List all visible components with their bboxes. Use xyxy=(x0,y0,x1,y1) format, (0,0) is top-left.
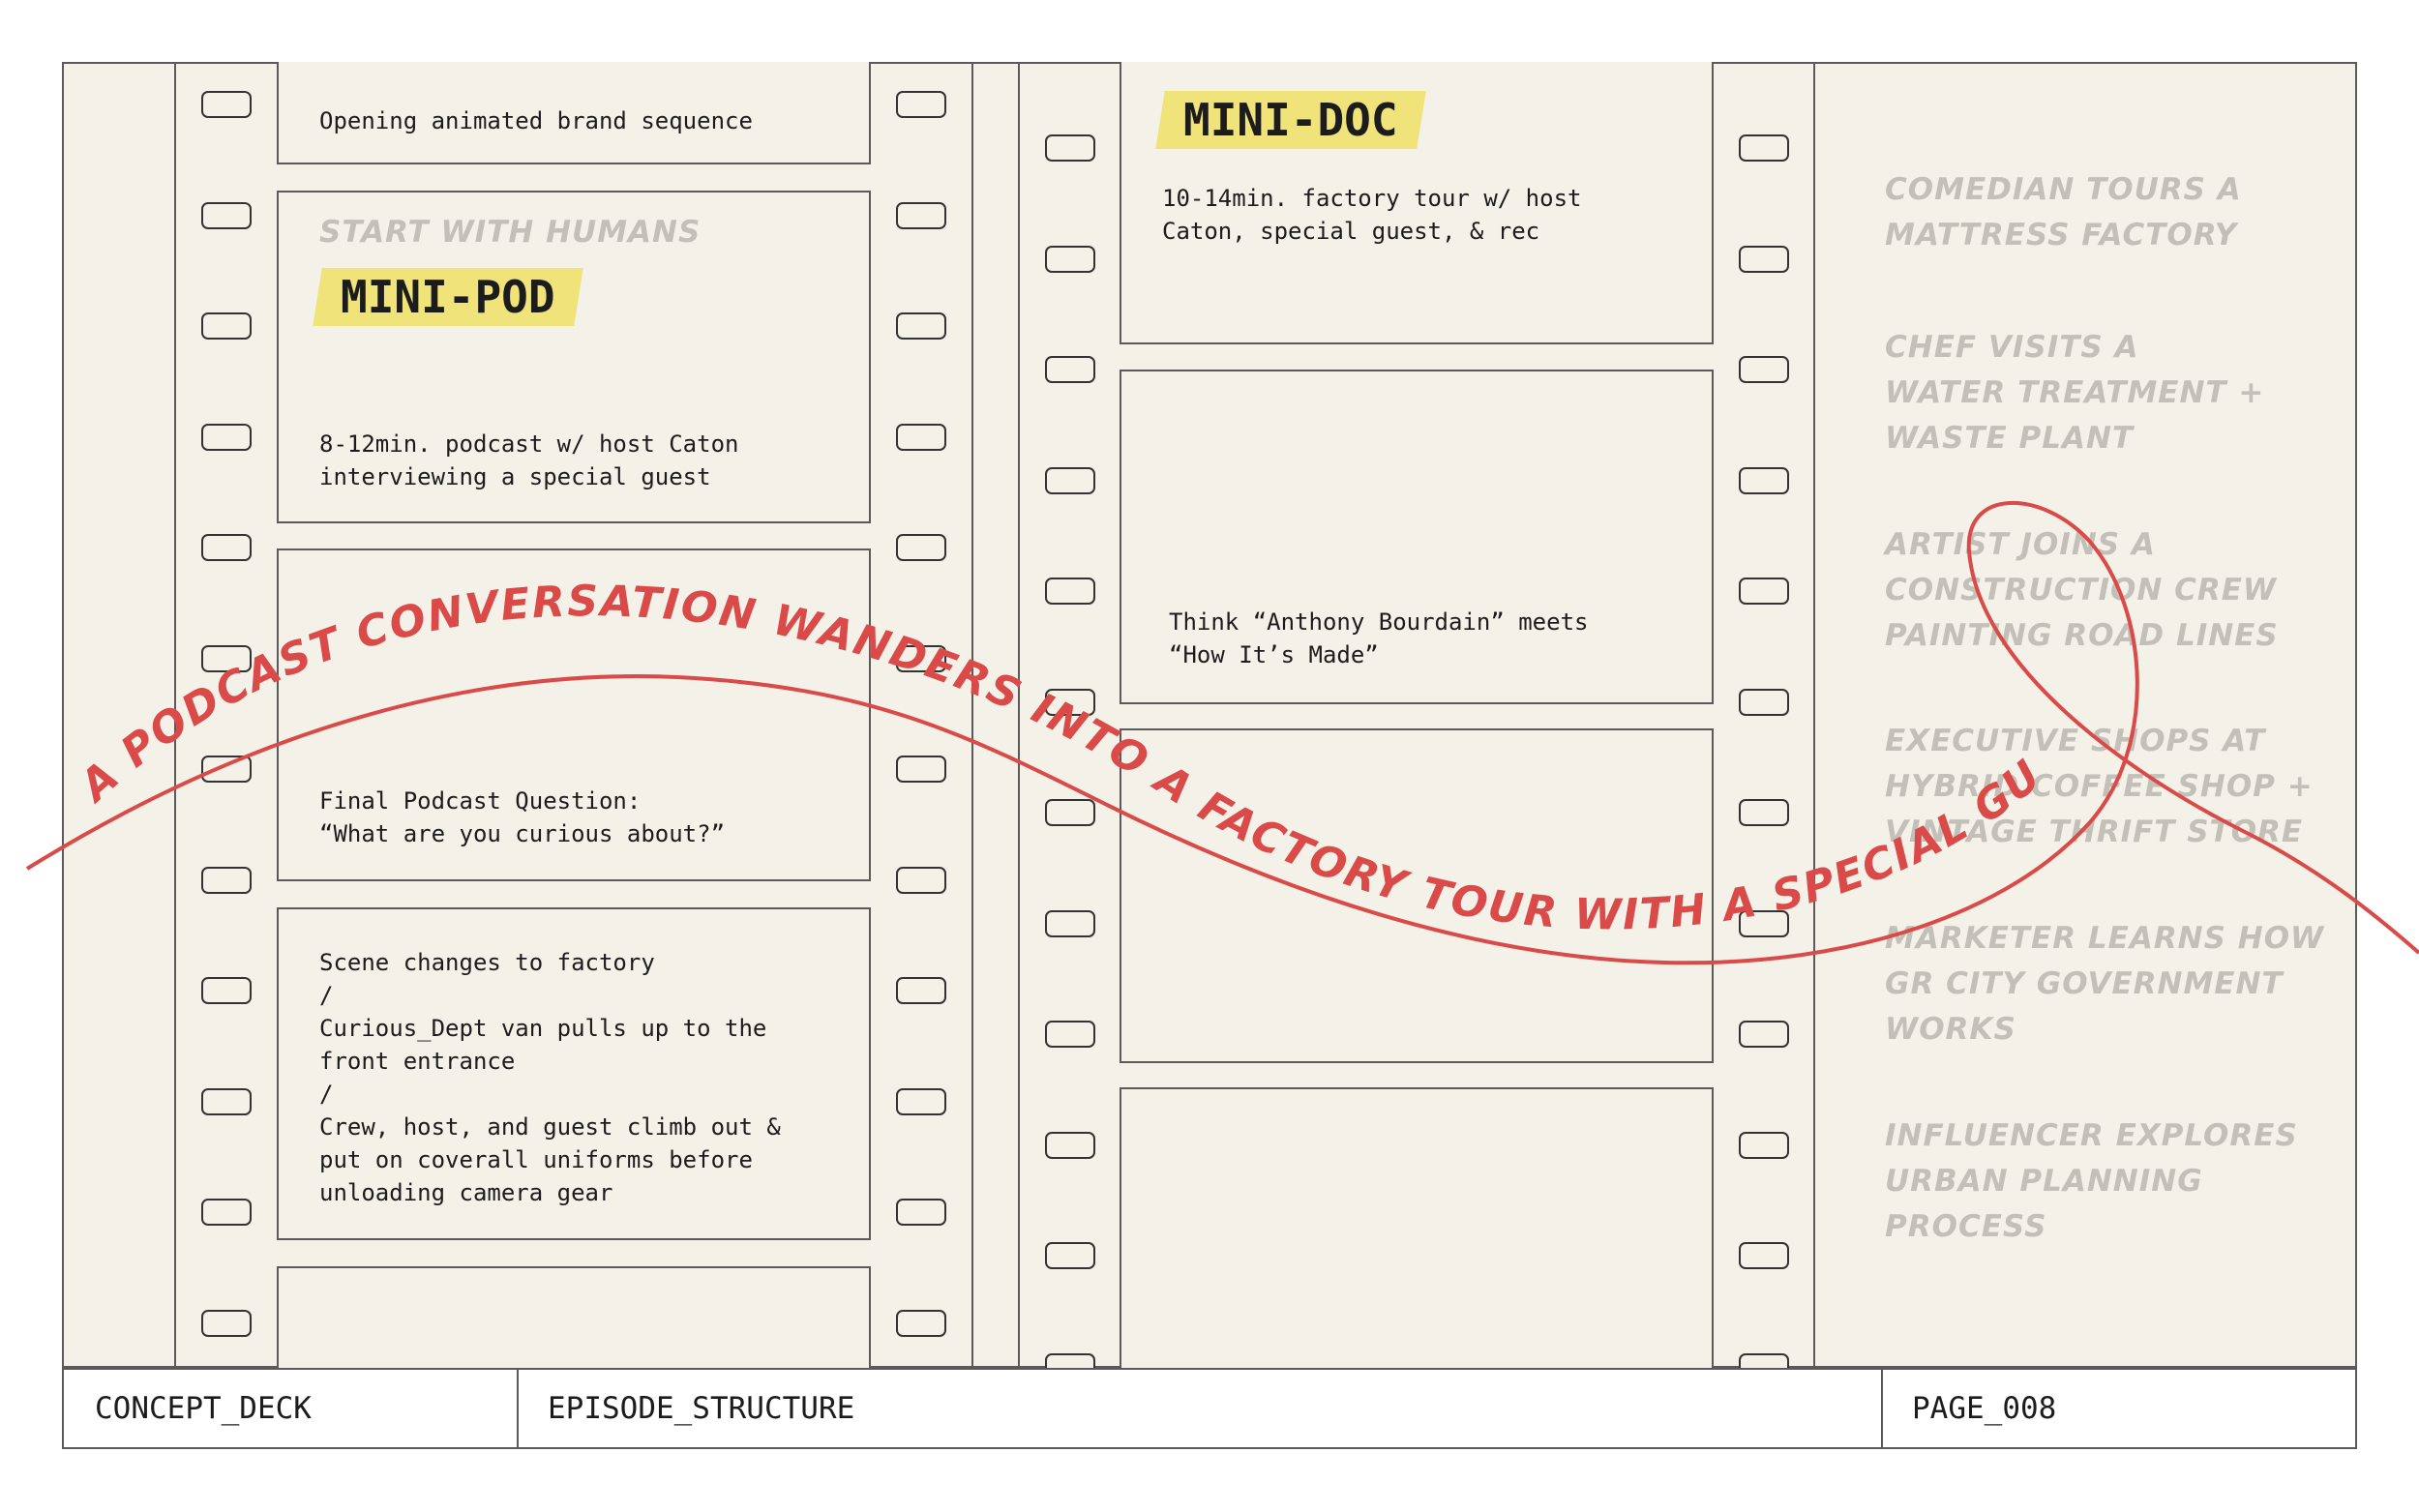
frame-mini-doc: MINI-DOC 10-14min. factory tour w/ host … xyxy=(1120,62,1714,344)
frame-empty xyxy=(277,1266,871,1368)
sprocket-hole xyxy=(896,201,946,229)
footer-deck-label: CONCEPT_DECK xyxy=(95,1391,312,1426)
sprocket-hole xyxy=(201,201,252,229)
frame-empty xyxy=(1120,728,1714,1063)
footer-divider xyxy=(1881,1370,1883,1447)
frame-scene-change: Scene changes to factory / Curious_Dept … xyxy=(277,907,871,1240)
sprocket-hole xyxy=(1739,245,1789,273)
sprocket-hole xyxy=(1045,1242,1095,1269)
sprocket-hole xyxy=(896,312,946,340)
idea-item: ARTIST JOINS A CONSTRUCTION CREW PAINTIN… xyxy=(1885,527,2279,653)
sprocket-hole xyxy=(896,866,946,894)
sprocket-hole xyxy=(896,756,946,783)
sprocket-hole xyxy=(1045,799,1095,826)
footer-page-label: PAGE_008 xyxy=(1912,1391,2057,1426)
sprocket-hole xyxy=(1739,1131,1789,1159)
sprocket-hole xyxy=(1739,466,1789,494)
sprocket-hole xyxy=(1045,578,1095,605)
sprocket-hole xyxy=(201,756,252,783)
sprocket-hole xyxy=(201,977,252,1004)
sprocket-hole xyxy=(201,644,252,672)
idea-item: INFLUENCER EXPLORES URBAN PLANNING PROCE… xyxy=(1885,1118,2298,1244)
frame-kicker: START WITH HUMANS xyxy=(319,215,702,250)
frame-text: 10-14min. factory tour w/ host Caton, sp… xyxy=(1162,185,1582,245)
sprocket-hole xyxy=(896,1199,946,1226)
sprocket-hole xyxy=(201,1199,252,1226)
sprocket-hole xyxy=(1739,688,1789,716)
annotation-squiggle-line xyxy=(25,500,2419,965)
annotation-text: A PODCAST CONVERSATION WANDERS INTO A FA… xyxy=(0,0,2049,940)
sprocket-hole xyxy=(1045,356,1095,383)
sprocket-hole xyxy=(896,91,946,118)
frame-text: 8-12min. podcast w/ host Caton interview… xyxy=(319,430,739,490)
frame-empty xyxy=(1120,1087,1714,1368)
sprocket-hole xyxy=(1739,356,1789,383)
footer-divider xyxy=(517,1370,519,1447)
sprocket-hole xyxy=(1739,909,1789,937)
sprocket-hole xyxy=(1739,1242,1789,1269)
film-strip-left xyxy=(174,62,973,1368)
sprocket-hole xyxy=(1739,799,1789,826)
sprocket-hole xyxy=(896,1309,946,1337)
sprocket-hole xyxy=(1739,1021,1789,1048)
sprocket-hole xyxy=(1045,134,1095,162)
idea-item: COMEDIAN TOURS A MATTRESS FACTORY xyxy=(1885,172,2242,252)
frame-brand-sequence: Opening animated brand sequence xyxy=(277,62,871,164)
sprocket-hole xyxy=(201,1087,252,1115)
sprocket-hole xyxy=(1739,134,1789,162)
frame-text: Scene changes to factory / Curious_Dept … xyxy=(319,949,781,1206)
footer-bar: CONCEPT_DECK EPISODE_STRUCTURE PAGE_008 xyxy=(62,1368,2357,1449)
sprocket-hole xyxy=(201,1309,252,1337)
sprocket-hole xyxy=(201,423,252,451)
sprocket-hole xyxy=(896,644,946,672)
footer-section-label: EPISODE_STRUCTURE xyxy=(548,1391,855,1426)
sprocket-hole xyxy=(1045,245,1095,273)
sprocket-hole xyxy=(1045,1021,1095,1048)
sprocket-hole xyxy=(1739,578,1789,605)
sprocket-hole xyxy=(1045,466,1095,494)
idea-item: CHEF VISITS A WATER TREATMENT + WASTE PL… xyxy=(1885,330,2265,456)
sprocket-hole xyxy=(201,534,252,561)
sprocket-hole xyxy=(1045,909,1095,937)
frame-text: Think “Anthony Bourdain” meets “How It’s… xyxy=(1169,608,1589,668)
frame-reference: Think “Anthony Bourdain” meets “How It’s… xyxy=(1120,370,1714,704)
sprocket-hole xyxy=(1045,688,1095,716)
frame-mini-pod: START WITH HUMANS MINI-POD 8-12min. podc… xyxy=(277,191,871,523)
idea-item: EXECUTIVE SHOPS AT HYBRID COFFEE SHOP + … xyxy=(1885,724,2314,849)
sprocket-hole xyxy=(896,977,946,1004)
frame-final-question: Final Podcast Question: “What are you cu… xyxy=(277,548,871,881)
sprocket-hole xyxy=(1045,1131,1095,1159)
sprocket-hole xyxy=(201,312,252,340)
sprocket-hole xyxy=(201,866,252,894)
sprocket-hole xyxy=(896,423,946,451)
sprocket-hole xyxy=(201,91,252,118)
frame-text: Opening animated brand sequence xyxy=(319,107,753,134)
sprocket-hole xyxy=(896,1087,946,1115)
sprocket-hole xyxy=(896,534,946,561)
idea-item: MARKETER LEARNS HOW GR CITY GOVERNMENT W… xyxy=(1885,921,2325,1047)
frame-text: Final Podcast Question: “What are you cu… xyxy=(319,787,726,847)
